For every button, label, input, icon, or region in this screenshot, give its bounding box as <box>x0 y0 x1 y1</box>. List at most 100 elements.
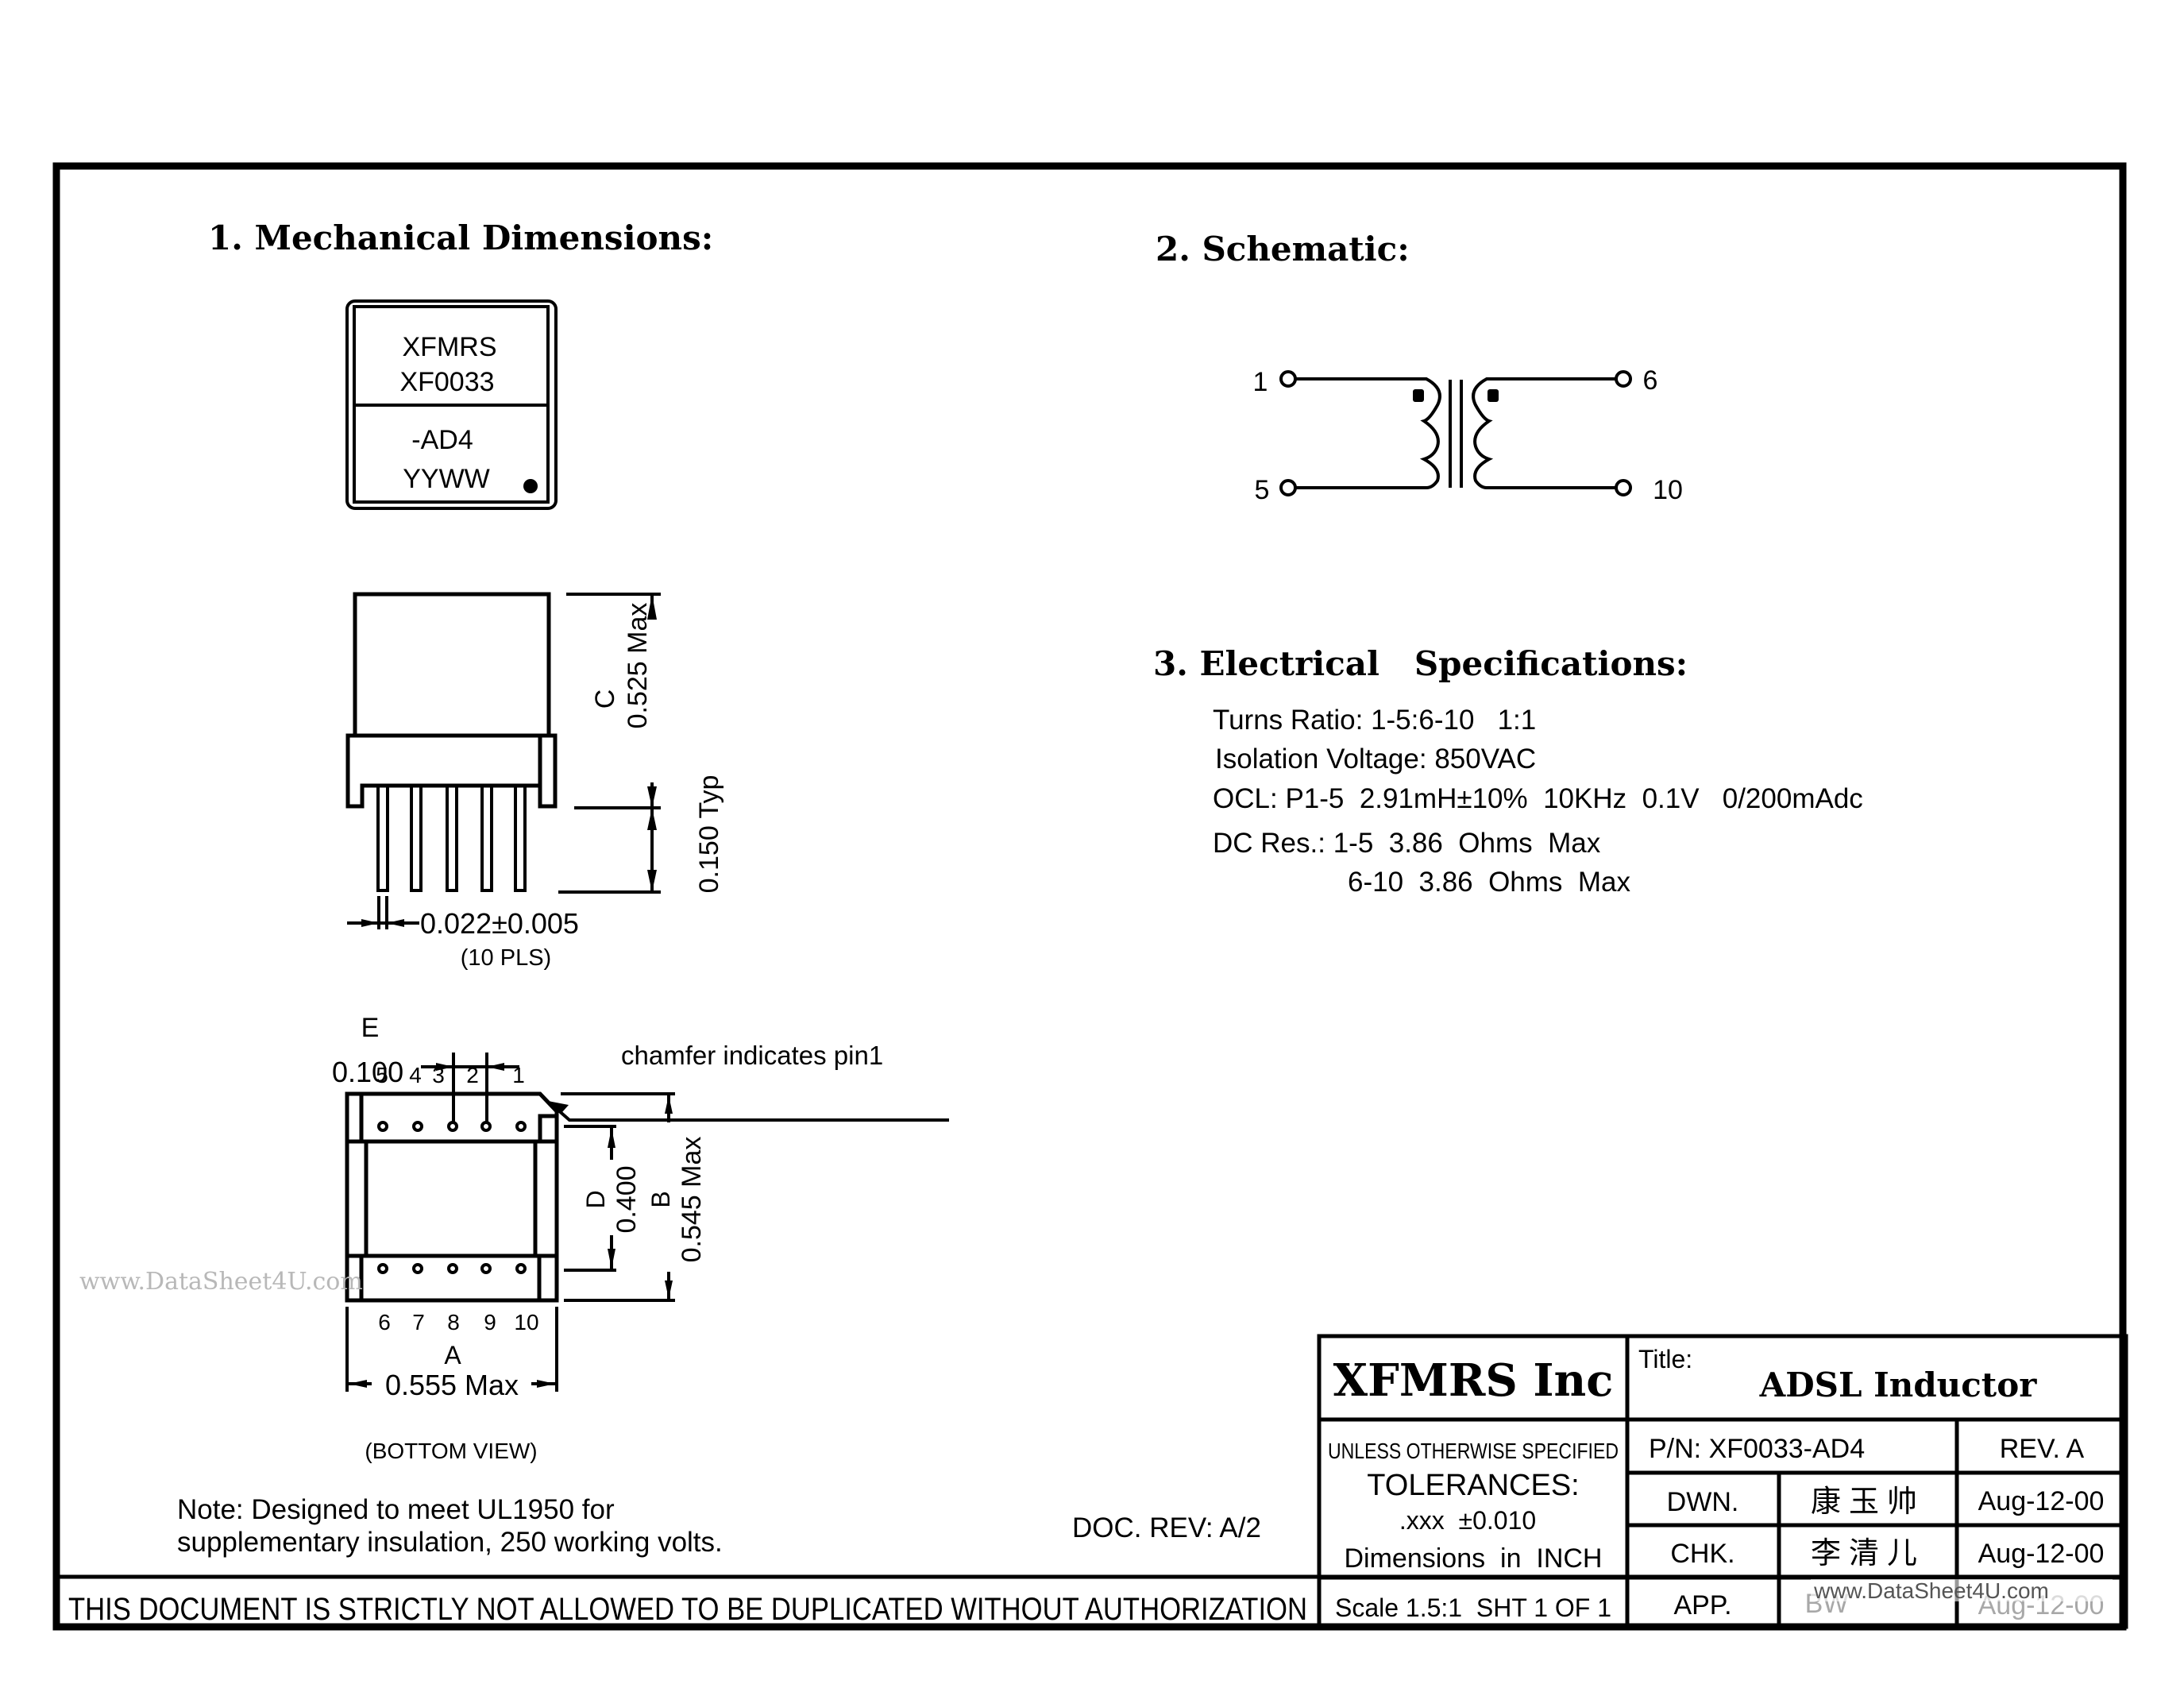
side-view-pin <box>446 784 458 892</box>
bottom-pin-label: 7 <box>412 1310 425 1335</box>
dim-d-arrow-top-icon <box>608 1128 615 1148</box>
dim-e-letter: E <box>361 1013 380 1043</box>
terminal-pin-10-icon <box>1615 479 1632 496</box>
spec-value: 1-5:6-10 1:1 <box>1371 705 1536 736</box>
tolerance-line-2: TOLERANCES: <box>1367 1469 1579 1502</box>
pin-hole <box>377 1263 388 1274</box>
schematic-pin-5-label: 5 <box>1255 475 1270 505</box>
pin-hole <box>377 1121 388 1132</box>
doc-revision: DOC. REV: A/2 <box>1072 1512 1261 1543</box>
dim-pin-arrowhead-bottom-icon <box>647 870 657 892</box>
drawing-title: ADSL Inductor <box>1759 1365 2038 1404</box>
secondary-winding <box>1472 377 1616 489</box>
transformer-schematic: 1 5 6 10 <box>1253 365 1683 505</box>
dim-e-value: 0.100 <box>332 1056 403 1088</box>
schematic-pin-6-label: 6 <box>1643 365 1658 396</box>
side-view-pins <box>376 784 527 892</box>
schematic-pin-1-label: 1 <box>1253 367 1268 397</box>
dim-pin-arrowhead-top-icon <box>647 808 657 830</box>
secondary-polarity-dot-icon <box>1488 389 1499 402</box>
chamfer-note: chamfer indicates pin1 <box>621 1041 883 1070</box>
top-view-marking-line-1: XFMRS <box>403 332 497 362</box>
pin-hole <box>412 1121 423 1132</box>
dim-a-arrow-left-icon <box>349 1380 367 1388</box>
side-view-pin <box>410 784 423 892</box>
pin-hole <box>480 1121 492 1132</box>
tolerance-line-1: UNLESS OTHERWISE SPECIFIED <box>1328 1439 1619 1463</box>
dim-c-arrowhead-top-icon <box>647 594 657 620</box>
spec-value: P1-5 2.91mH±10% 10KHz 0.1V 0/200mAdc <box>1285 783 1862 814</box>
spec-dc-res-primary: DC Res.: 1-5 3.86 Ohms Max <box>1213 828 1601 859</box>
top-view-tab-outline <box>345 318 558 492</box>
dwn-label: DWN. <box>1667 1487 1739 1517</box>
top-view-marking-line-3: -AD4 <box>411 425 473 455</box>
primary-polarity-dot-icon <box>1413 389 1424 402</box>
note-line-2: supplementary insulation, 250 working vo… <box>177 1527 723 1558</box>
pin1-marker-dot-icon <box>523 479 538 493</box>
part-number: P/N: XF0033-AD4 <box>1649 1434 1865 1464</box>
pin-hole <box>515 1121 527 1132</box>
dim-pin-width-note: (10 PLS) <box>461 945 551 971</box>
electrical-spec-list: Turns Ratio: 1-5:6-10 1:1 Isolation Volt… <box>1213 705 1863 898</box>
spec-ocl: OCL: P1-5 2.91mH±10% 10KHz 0.1V 0/200mAd… <box>1213 783 1863 814</box>
schematic-pin-10-label: 10 <box>1653 475 1683 505</box>
spec-isolation-voltage: Isolation Voltage: 850VAC <box>1215 744 1536 774</box>
spec-value: 850VAC <box>1434 744 1536 774</box>
pin-hole <box>412 1263 423 1274</box>
company-name: XFMRS Inc <box>1333 1354 1614 1407</box>
dim-e-arrow-right-icon <box>487 1063 504 1071</box>
dwn-date: Aug-12-00 <box>1978 1486 2105 1516</box>
primary-winding <box>1295 377 1441 489</box>
spec-value: 6-10 3.86 Ohms Max <box>1348 867 1630 898</box>
terminal-pin-1-icon <box>1279 370 1297 388</box>
dim-c-arrowhead-bottom-icon <box>647 786 657 808</box>
bottom-pin-label: 10 <box>514 1310 538 1335</box>
dim-b-arrow-bottom-icon <box>665 1280 673 1299</box>
left-watermark: www.DataSheet4U.com <box>79 1268 363 1296</box>
app-label: APP. <box>1673 1590 1731 1620</box>
top-pin-label: 2 <box>466 1063 479 1087</box>
side-view-pin <box>480 784 493 892</box>
dim-d-letter: D <box>581 1190 610 1208</box>
top-view-marking-line-4: YYWW <box>403 464 490 494</box>
schematic-section-title: 2. Schematic: <box>1156 230 1410 268</box>
top-pin-label: 3 <box>432 1063 445 1087</box>
bottom-pin-label: 6 <box>378 1310 391 1335</box>
top-view-package: XFMRS XF0033 -AD4 YYWW <box>343 299 560 510</box>
title-label: Title: <box>1638 1345 1692 1373</box>
side-view-body <box>353 592 551 738</box>
tolerance-line-3: .xxx ±0.010 <box>1399 1506 1536 1535</box>
dim-pin-length-value: 0.150 Typ <box>694 775 724 894</box>
chk-date: Aug-12-00 <box>1978 1539 2105 1569</box>
dim-a-value: 0.555 Max <box>385 1369 519 1401</box>
dim-d-value: 0.400 <box>612 1165 642 1233</box>
side-view-package: C 0.525 Max 0.150 Typ 0.022±0.005 (10 PL… <box>345 592 724 971</box>
spec-label: Isolation Voltage: <box>1215 744 1427 774</box>
dim-pin-width-value: 0.022±0.005 <box>420 907 579 940</box>
disclaimer-text: THIS DOCUMENT IS STRICTLY NOT ALLOWED TO… <box>68 1592 1307 1627</box>
dim-b-arrow-top-icon <box>665 1095 673 1114</box>
bottom-pin-label: 9 <box>484 1310 496 1335</box>
dim-c-value: 0.525 Max <box>623 603 653 729</box>
bottom-view-outline <box>345 1091 559 1303</box>
spec-label: OCL: <box>1213 783 1278 814</box>
bottom-pin-label: 8 <box>447 1310 460 1335</box>
spec-label: DC Res.: <box>1213 828 1325 859</box>
dim-pin-width-arrow-right-icon <box>387 919 404 927</box>
chamfer-leader-arrow-icon <box>548 1101 569 1112</box>
title-block-watermark: www.DataSheet4U.com <box>1813 1578 2049 1603</box>
drawing-frame <box>52 162 2127 1631</box>
tolerance-line-4: Dimensions in INCH <box>1345 1543 1603 1574</box>
top-view-marking-line-2: XF0033 <box>399 367 494 397</box>
top-view-outer-outline <box>345 299 558 510</box>
dim-a-letter: A <box>444 1341 461 1369</box>
chk-signature: 李清儿 <box>1811 1535 1925 1570</box>
note-line-1: Note: Designed to meet UL1950 for <box>177 1494 615 1525</box>
spec-turns-ratio: Turns Ratio: 1-5:6-10 1:1 <box>1213 705 1536 736</box>
bottom-view-chamfer-block <box>538 1114 557 1141</box>
terminal-pin-5-icon <box>1279 479 1297 496</box>
terminal-pin-6-icon <box>1615 370 1632 388</box>
spec-label: Turns Ratio: <box>1213 705 1363 736</box>
electrical-section-title: 3. Electrical Specifications: <box>1153 644 1688 683</box>
